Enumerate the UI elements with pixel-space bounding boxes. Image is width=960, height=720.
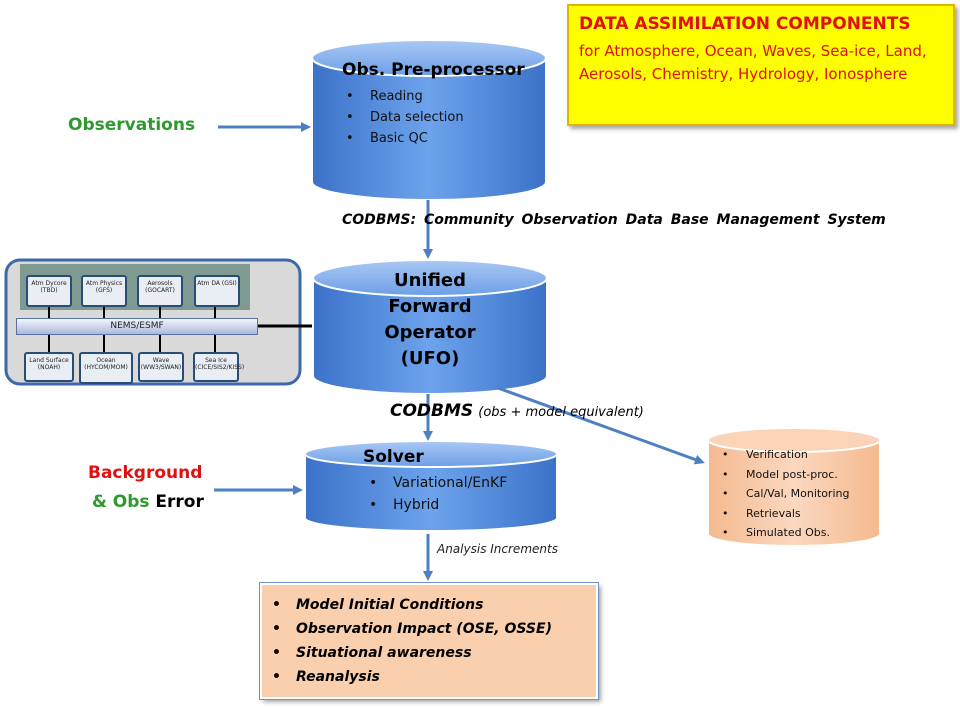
- ufo-cylinder: [312, 259, 548, 395]
- list-item: Observation Impact (OSE, OSSE): [268, 617, 552, 641]
- obs-text: Obs: [112, 492, 150, 512]
- ufo-title: Unified Forward Operator (UFO): [330, 268, 530, 372]
- title-box: DATA ASSIMILATION COMPONENTS for Atmosph…: [567, 4, 955, 126]
- list-item: Reading: [342, 86, 464, 107]
- solver-title: Solver: [363, 447, 424, 467]
- codbms-caption: CODBMS: Community Observation Data Base …: [342, 212, 886, 228]
- ufo-title-line: Forward: [388, 296, 472, 317]
- title-body: for Atmosphere, Ocean, Waves, Sea-ice, L…: [579, 42, 927, 83]
- ufo-to-verification-arrow: [497, 386, 705, 465]
- list-item: Situational awareness: [268, 641, 552, 665]
- list-item: Data selection: [342, 107, 464, 128]
- list-item: Model Initial Conditions: [268, 593, 552, 617]
- nems-atm-dycore: Atm Dycore (TBD): [26, 275, 72, 307]
- nems-atm-da: Atm DA (GSI): [194, 275, 240, 307]
- list-item: Basic QC: [342, 128, 464, 149]
- title-heading: DATA ASSIMILATION COMPONENTS: [579, 14, 911, 34]
- error-text: Error: [155, 492, 204, 512]
- observations-label: Observations: [68, 115, 196, 135]
- codbms-obs-label: CODBMS (obs + model equivalent): [390, 401, 644, 421]
- list-item: Reanalysis: [268, 665, 552, 689]
- list-item: Variational/EnKF: [365, 472, 507, 494]
- preprocessor-title: Obs. Pre-processor: [342, 60, 525, 80]
- list-item: Verification: [718, 445, 849, 465]
- list-item: Cal/Val, Monitoring: [718, 484, 849, 504]
- verification-list: Verification Model post-proc. Cal/Val, M…: [718, 445, 849, 543]
- nems-aerosols: Aerosols (GOCART): [137, 275, 183, 307]
- nems-atm-physics: Atm Physics (GFS): [81, 275, 127, 307]
- nems-land-surface: Land Surface (NOAH): [24, 352, 74, 382]
- nems-sea-ice: Sea Ice (CICE/SIS2/KISS): [193, 352, 244, 382]
- background-label: Background: [88, 463, 203, 483]
- list-item: Retrievals: [718, 504, 849, 524]
- ufo-title-line: Unified: [393, 270, 467, 291]
- analysis-increments-label: Analysis Increments: [437, 542, 558, 556]
- amp-text: &: [92, 492, 107, 512]
- outputs-list: Model Initial Conditions Observation Imp…: [268, 593, 552, 689]
- codbms-label: CODBMS: [390, 401, 474, 421]
- nems-esmf-bus: NEMS/ESMF: [16, 318, 258, 335]
- solver-list: Variational/EnKF Hybrid: [365, 472, 507, 516]
- nems-wave: Wave (WW3/SWAN): [138, 352, 184, 382]
- outputs-box: Model Initial Conditions Observation Imp…: [259, 582, 599, 700]
- list-item: Model post-proc.: [718, 465, 849, 485]
- nems-ocean: Ocean (HYCOM/MOM): [79, 352, 133, 384]
- list-item: Hybrid: [365, 494, 507, 516]
- ufo-title-line: Operator: [384, 322, 476, 343]
- obs-error-label: & Obs Error: [92, 492, 204, 512]
- ufo-title-line: (UFO): [400, 348, 460, 369]
- preprocessor-list: Reading Data selection Basic QC: [342, 86, 464, 149]
- list-item: Simulated Obs.: [718, 523, 849, 543]
- codbms-detail: (obs + model equivalent): [478, 405, 644, 420]
